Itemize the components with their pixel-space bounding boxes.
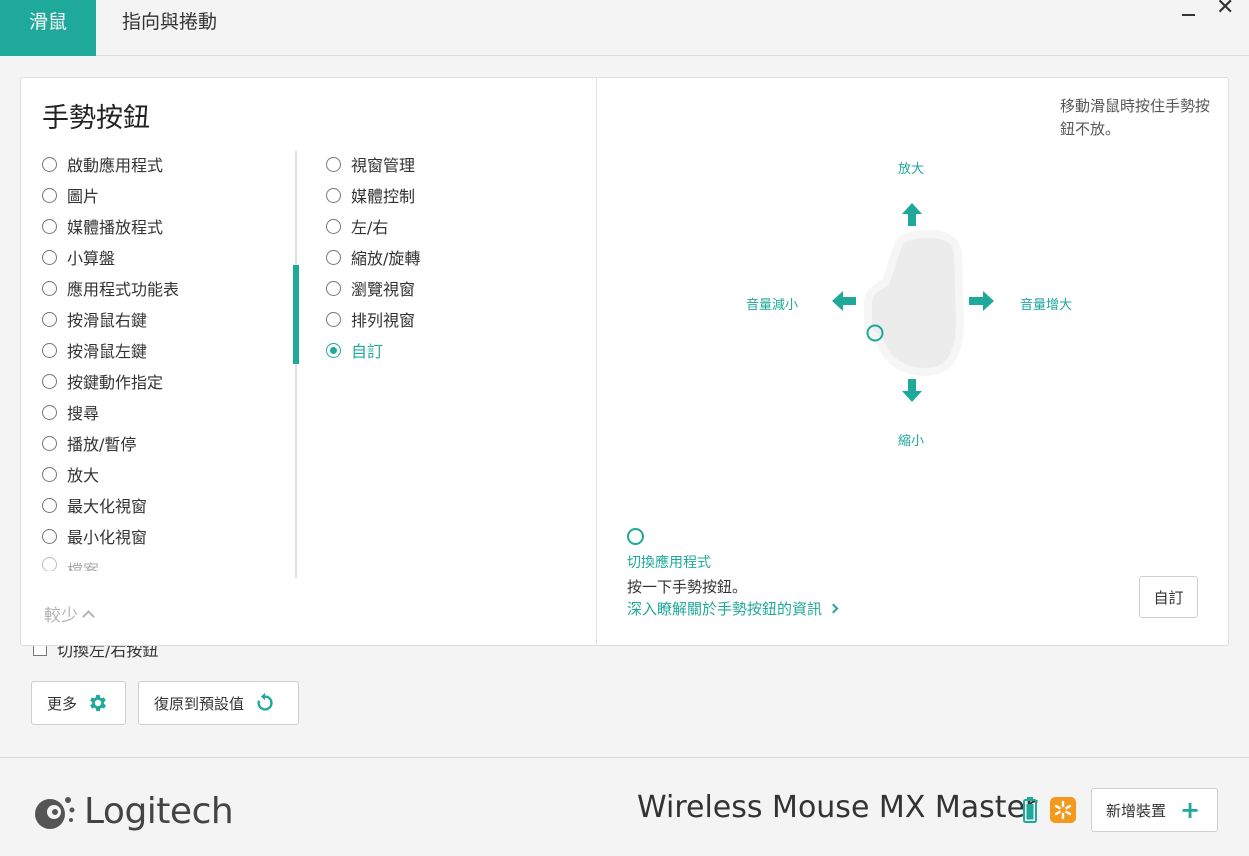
- tab-bar: 滑鼠 指向與捲動 ✕: [0, 0, 1249, 56]
- option-pictures[interactable]: 圖片: [42, 184, 99, 206]
- gesture-right-label: 音量增大: [1020, 298, 1073, 313]
- gesture-button-panel: 手勢按鈕 啟動應用程式 圖片 媒體播放程式 小算盤 應用程式功能表 按滑鼠右鍵 …: [20, 77, 1229, 646]
- panel-divider: [596, 78, 597, 645]
- gesture-left-label: 音量減小: [746, 298, 799, 313]
- unifying-star-icon: [1054, 800, 1072, 820]
- gesture-diagram: [740, 150, 1100, 450]
- radio-icon[interactable]: [326, 311, 341, 327]
- scrollbar-thumb[interactable]: [293, 265, 299, 364]
- arrow-left-icon: [832, 291, 856, 311]
- unifying-receiver-icon: [1050, 797, 1076, 823]
- option-window-management[interactable]: 視窗管理: [326, 153, 415, 175]
- show-less-label: 較少: [44, 606, 78, 626]
- radio-icon[interactable]: [326, 218, 341, 234]
- option-media-player[interactable]: 媒體播放程式: [42, 215, 163, 237]
- option-calculator[interactable]: 小算盤: [42, 246, 115, 268]
- arrow-down-icon: [902, 379, 922, 402]
- learn-more-label: 深入瞭解關於手勢按鈕的資訊: [627, 600, 823, 618]
- gesture-button-marker: [866, 324, 884, 342]
- option-search[interactable]: 搜尋: [42, 401, 99, 423]
- logitech-logo: Logitech: [32, 791, 234, 832]
- option-minimize-window[interactable]: 最小化視窗: [42, 525, 147, 547]
- mouse-gesture-svg: [832, 203, 994, 402]
- tab-point-and-scroll[interactable]: 指向與捲動: [122, 11, 218, 33]
- option-file[interactable]: 檔案: [42, 557, 99, 571]
- option-left-right[interactable]: 左/右: [326, 215, 388, 237]
- option-custom[interactable]: 自訂: [326, 339, 383, 361]
- option-zoom-in[interactable]: 放大: [42, 463, 99, 485]
- radio-icon[interactable]: [42, 528, 57, 544]
- logitech-logo-icon: [35, 796, 75, 829]
- radio-icon[interactable]: [326, 249, 341, 265]
- radio-icon[interactable]: [42, 187, 57, 203]
- more-label: 更多: [47, 694, 78, 713]
- chevron-right-icon: [828, 603, 839, 614]
- panel-title: 手勢按鈕: [42, 103, 150, 134]
- radio-icon[interactable]: [42, 466, 57, 482]
- radio-icon[interactable]: [326, 156, 341, 172]
- footer: [0, 757, 1249, 856]
- radio-icon[interactable]: [42, 373, 57, 389]
- battery-icon: [1023, 797, 1037, 823]
- gesture-hint: 移動滑鼠時按住手勢按鈕不放。: [1060, 97, 1211, 138]
- more-button[interactable]: 更多: [31, 681, 126, 725]
- gesture-down-label: 縮小: [898, 434, 925, 449]
- option-play-pause[interactable]: 播放/暫停: [42, 432, 136, 454]
- add-device-button[interactable]: 新增裝置 +: [1091, 788, 1218, 832]
- restore-defaults-button[interactable]: 復原到預設值: [138, 681, 299, 725]
- scrollbar-track[interactable]: [295, 151, 297, 578]
- gear-icon: [90, 694, 106, 712]
- tap-action-description: 按一下手勢按鈕。: [627, 578, 748, 596]
- minimize-icon[interactable]: [1182, 14, 1195, 16]
- radio-icon[interactable]: [42, 497, 57, 513]
- customize-button[interactable]: 自訂: [1139, 576, 1198, 618]
- tab-mouse[interactable]: 滑鼠: [0, 0, 96, 56]
- radio-icon[interactable]: [42, 156, 57, 172]
- option-left-click[interactable]: 按滑鼠左鍵: [42, 339, 147, 361]
- tap-action-name: 切換應用程式: [627, 555, 711, 571]
- add-device-label: 新增裝置: [1106, 801, 1167, 820]
- option-app-menu[interactable]: 應用程式功能表: [42, 277, 179, 299]
- brand-name: Logitech: [84, 791, 234, 832]
- show-less-toggle[interactable]: 較少: [44, 601, 95, 626]
- gesture-up-label: 放大: [898, 162, 925, 177]
- radio-icon[interactable]: [42, 311, 57, 327]
- radio-selected-icon[interactable]: [326, 342, 341, 358]
- chevron-up-icon: [82, 609, 95, 623]
- radio-icon[interactable]: [42, 249, 57, 265]
- restore-defaults-label: 復原到預設值: [154, 694, 245, 713]
- radio-icon[interactable]: [42, 342, 57, 358]
- tap-marker-icon: [627, 528, 644, 545]
- arrow-right-icon: [969, 291, 994, 311]
- option-arrange-windows[interactable]: 排列視窗: [326, 308, 415, 330]
- arrow-up-icon: [902, 203, 922, 226]
- option-right-click[interactable]: 按滑鼠右鍵: [42, 308, 147, 330]
- close-icon[interactable]: ✕: [1216, 0, 1235, 20]
- radio-icon[interactable]: [42, 280, 57, 296]
- learn-more-link[interactable]: 深入瞭解關於手勢按鈕的資訊: [627, 598, 839, 619]
- mouse-shape: [864, 229, 965, 377]
- reset-icon: [257, 692, 273, 711]
- radio-icon[interactable]: [326, 187, 341, 203]
- option-keystroke[interactable]: 按鍵動作指定: [42, 370, 163, 392]
- radio-icon[interactable]: [42, 557, 57, 571]
- plus-icon: +: [1180, 796, 1201, 824]
- radio-icon[interactable]: [42, 218, 57, 234]
- option-zoom-rotate[interactable]: 縮放/旋轉: [326, 246, 420, 268]
- radio-icon[interactable]: [42, 435, 57, 451]
- radio-icon[interactable]: [42, 404, 57, 420]
- option-media-control[interactable]: 媒體控制: [326, 184, 415, 206]
- radio-icon[interactable]: [326, 280, 341, 296]
- device-name: Wireless Mouse MX Master: [637, 790, 1038, 825]
- option-browse-windows[interactable]: 瀏覽視窗: [326, 277, 415, 299]
- option-launch-app[interactable]: 啟動應用程式: [42, 153, 163, 175]
- option-maximize-window[interactable]: 最大化視窗: [42, 494, 147, 516]
